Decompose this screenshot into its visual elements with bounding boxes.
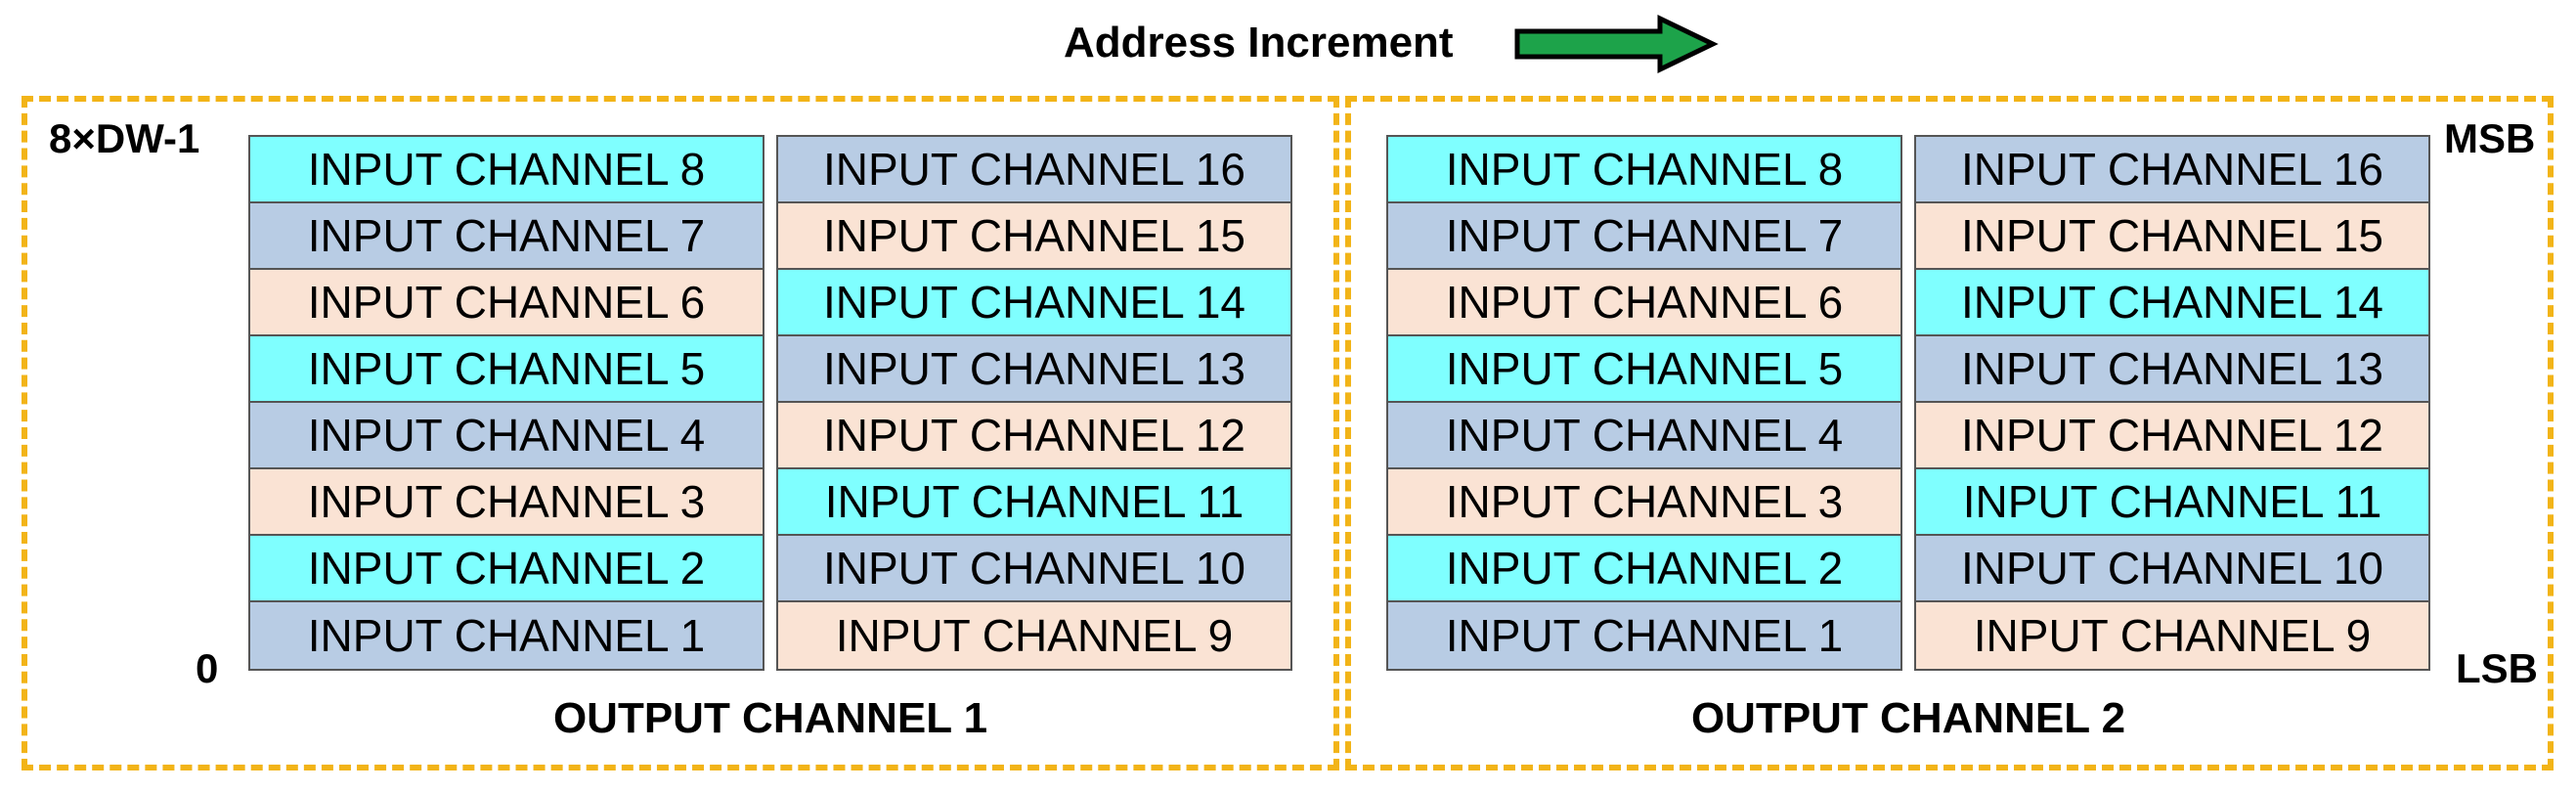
word-cell: INPUT CHANNEL 10 (778, 536, 1290, 602)
word-cell: INPUT CHANNEL 12 (778, 403, 1290, 469)
msb-label: MSB (2444, 115, 2536, 161)
output2-column-a: INPUT CHANNEL 8 INPUT CHANNEL 7 INPUT CH… (1386, 135, 1902, 671)
word-cell: INPUT CHANNEL 8 (250, 137, 763, 203)
word-cell: INPUT CHANNEL 7 (250, 203, 763, 270)
word-cell: INPUT CHANNEL 16 (778, 137, 1290, 203)
lsb-bit-label: 0 (196, 645, 219, 691)
word-cell: INPUT CHANNEL 2 (250, 536, 763, 602)
word-cell: INPUT CHANNEL 5 (1388, 336, 1900, 403)
output-channel-1-group (22, 96, 1339, 770)
output1-column-b: INPUT CHANNEL 16 INPUT CHANNEL 15 INPUT … (776, 135, 1292, 671)
word-cell: INPUT CHANNEL 7 (1388, 203, 1900, 270)
word-cell: INPUT CHANNEL 9 (1916, 602, 2428, 669)
word-cell: INPUT CHANNEL 11 (778, 469, 1290, 536)
word-cell: INPUT CHANNEL 15 (778, 203, 1290, 270)
word-cell: INPUT CHANNEL 12 (1916, 403, 2428, 469)
output-channel-2-label: OUTPUT CHANNEL 2 (1690, 694, 2126, 742)
lsb-label: LSB (2456, 645, 2538, 691)
word-cell: INPUT CHANNEL 5 (250, 336, 763, 403)
word-cell: INPUT CHANNEL 4 (250, 403, 763, 469)
word-cell: INPUT CHANNEL 13 (1916, 336, 2428, 403)
output-channel-2-group (1345, 96, 2554, 770)
word-cell: INPUT CHANNEL 9 (778, 602, 1290, 669)
word-cell: INPUT CHANNEL 1 (250, 602, 763, 669)
word-cell: INPUT CHANNEL 2 (1388, 536, 1900, 602)
msb-bit-label: 8×DW-1 (49, 115, 200, 161)
word-cell: INPUT CHANNEL 13 (778, 336, 1290, 403)
word-cell: INPUT CHANNEL 4 (1388, 403, 1900, 469)
word-cell: INPUT CHANNEL 14 (1916, 270, 2428, 336)
word-cell: INPUT CHANNEL 6 (1388, 270, 1900, 336)
word-cell: INPUT CHANNEL 3 (1388, 469, 1900, 536)
word-cell: INPUT CHANNEL 1 (1388, 602, 1900, 669)
output-channel-1-label: OUTPUT CHANNEL 1 (552, 694, 988, 742)
word-cell: INPUT CHANNEL 15 (1916, 203, 2428, 270)
word-cell: INPUT CHANNEL 3 (250, 469, 763, 536)
output2-column-b: INPUT CHANNEL 16 INPUT CHANNEL 15 INPUT … (1914, 135, 2430, 671)
output1-column-a: INPUT CHANNEL 8 INPUT CHANNEL 7 INPUT CH… (248, 135, 764, 671)
diagram-title: Address Increment (1064, 19, 1454, 66)
word-cell: INPUT CHANNEL 6 (250, 270, 763, 336)
word-cell: INPUT CHANNEL 10 (1916, 536, 2428, 602)
word-cell: INPUT CHANNEL 14 (778, 270, 1290, 336)
word-cell: INPUT CHANNEL 16 (1916, 137, 2428, 203)
word-cell: INPUT CHANNEL 8 (1388, 137, 1900, 203)
right-arrow-icon (1514, 15, 1719, 73)
word-cell: INPUT CHANNEL 11 (1916, 469, 2428, 536)
